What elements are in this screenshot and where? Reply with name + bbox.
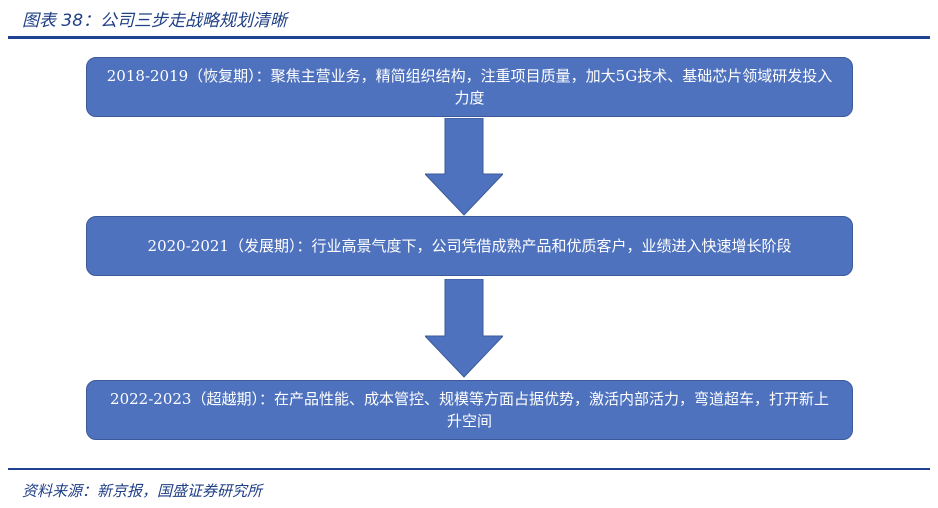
top-divider	[8, 36, 930, 39]
down-arrow-icon	[425, 118, 503, 216]
source-note: 资料来源：新京报，国盛证券研究所	[22, 482, 263, 500]
figure-title: 图表 38：公司三步走战略规划清晰	[22, 11, 288, 31]
down-arrow-icon	[425, 279, 503, 378]
stage-box-surpass: 2022-2023（超越期）：在产品性能、成本管控、规模等方面占据优势，激活内部…	[86, 380, 853, 440]
stage-text: 2020-2021（发展期）：行业高景气度下，公司凭借成熟产品和优质客户，业绩进…	[147, 237, 792, 255]
stage-box-development: 2020-2021（发展期）：行业高景气度下，公司凭借成熟产品和优质客户，业绩进…	[86, 216, 853, 276]
stage-text: 2018-2019（恢复期）：聚焦主营业务，精简组织结构，注重项目质量，加大5G…	[106, 67, 833, 107]
stage-text: 2022-2023（超越期）：在产品性能、成本管控、规模等方面占据优势，激活内部…	[110, 390, 829, 430]
stage-box-recovery: 2018-2019（恢复期）：聚焦主营业务，精简组织结构，注重项目质量，加大5G…	[86, 57, 853, 117]
bottom-divider	[8, 468, 930, 470]
